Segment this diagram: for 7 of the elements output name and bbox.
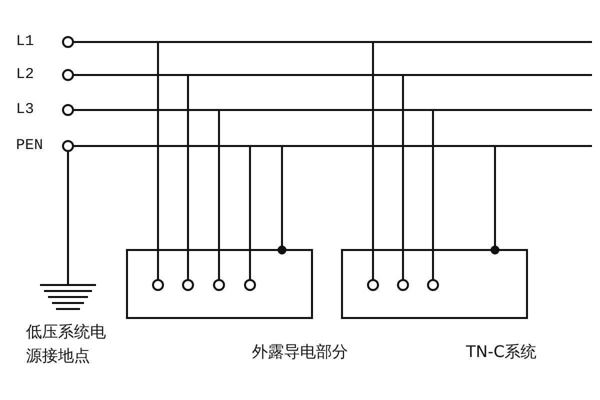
conductor-label: PEN [16,136,44,156]
conductor-label: L3 [16,100,34,120]
caption-text: 外露导电部分 [252,341,348,363]
conductor-label: L2 [16,65,34,85]
conductor-label: L1 [16,32,34,52]
caption-text: TN-C系统 [466,341,537,363]
caption-text: 低压系统电源接地点 [26,321,107,367]
